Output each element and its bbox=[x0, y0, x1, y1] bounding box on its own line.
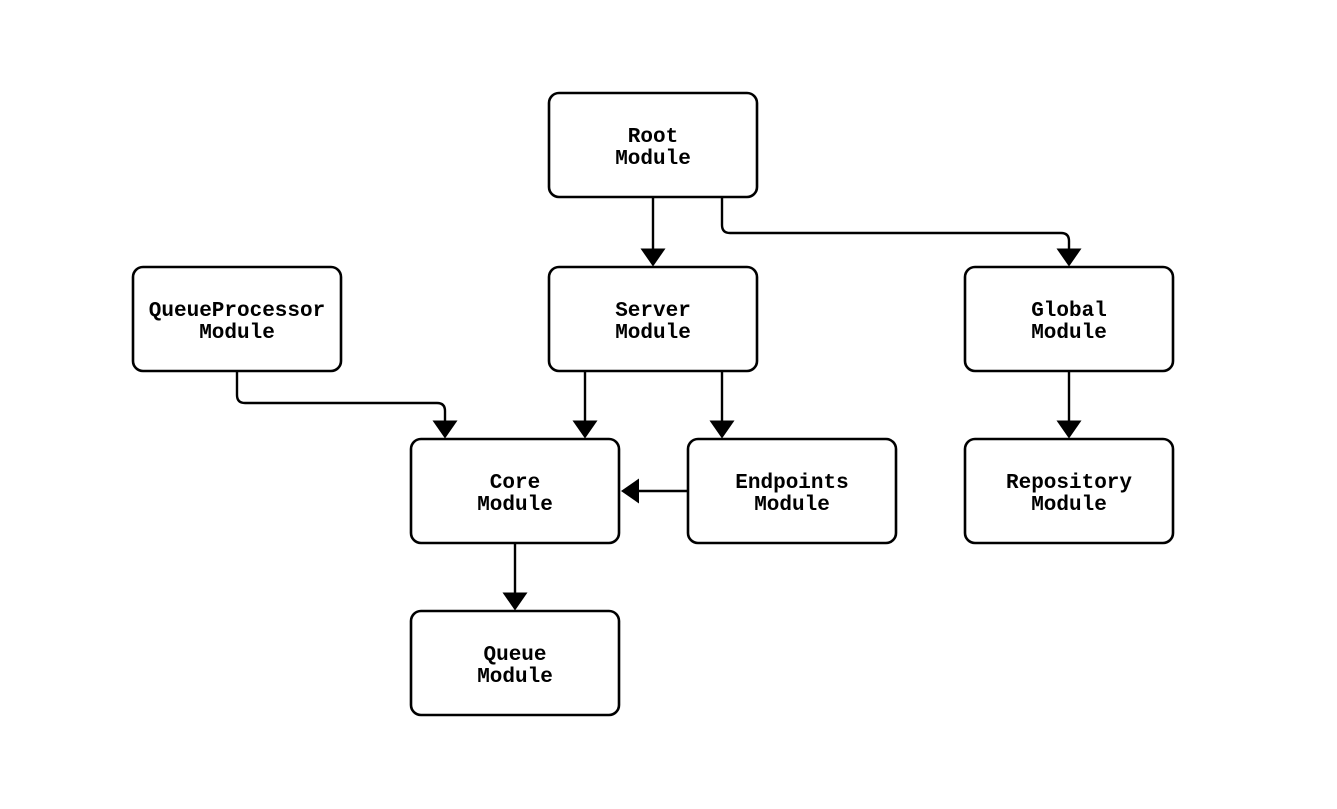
node-server-module: Server Module bbox=[547, 265, 759, 373]
node-label-line1: Root bbox=[628, 126, 678, 149]
node-label-line2: Module bbox=[1031, 494, 1107, 517]
node-label-line1: Global bbox=[1031, 300, 1107, 323]
node-label-line1: Server bbox=[615, 300, 691, 323]
node-label-line2: Module bbox=[615, 322, 691, 345]
node-box bbox=[963, 437, 1175, 545]
node-box bbox=[547, 91, 759, 199]
node-box bbox=[686, 437, 898, 545]
node-label-line1: Endpoints bbox=[735, 472, 848, 495]
node-box bbox=[963, 265, 1175, 373]
edge-layer bbox=[235, 197, 1082, 611]
node-box bbox=[131, 265, 343, 373]
edge-root-to-global bbox=[720, 197, 1082, 267]
node-label-line1: Queue bbox=[483, 644, 546, 667]
node-label-line2: Module bbox=[477, 494, 553, 517]
node-root-module: Root Module bbox=[547, 91, 759, 199]
node-box bbox=[547, 265, 759, 373]
node-label-line1: Repository bbox=[1006, 472, 1132, 495]
node-label-line2: Module bbox=[199, 322, 275, 345]
node-queue-module: Queue Module bbox=[409, 609, 621, 717]
node-layer: Root Module QueueProcessor Module Server… bbox=[131, 91, 1175, 717]
node-repository-module: Repository Module bbox=[963, 437, 1175, 545]
node-box bbox=[409, 437, 621, 545]
node-core-module: Core Module bbox=[409, 437, 621, 545]
node-label-line1: QueueProcessor bbox=[149, 300, 325, 323]
node-label-line2: Module bbox=[615, 148, 691, 171]
node-label-line1: Core bbox=[490, 472, 540, 495]
node-label-line2: Module bbox=[1031, 322, 1107, 345]
node-box bbox=[409, 609, 621, 717]
node-queueprocessor-module: QueueProcessor Module bbox=[131, 265, 343, 373]
edge-queueprocessor-to-core bbox=[235, 371, 458, 439]
node-global-module: Global Module bbox=[963, 265, 1175, 373]
node-label-line2: Module bbox=[754, 494, 830, 517]
node-endpoints-module: Endpoints Module bbox=[686, 437, 898, 545]
node-label-line2: Module bbox=[477, 666, 553, 689]
